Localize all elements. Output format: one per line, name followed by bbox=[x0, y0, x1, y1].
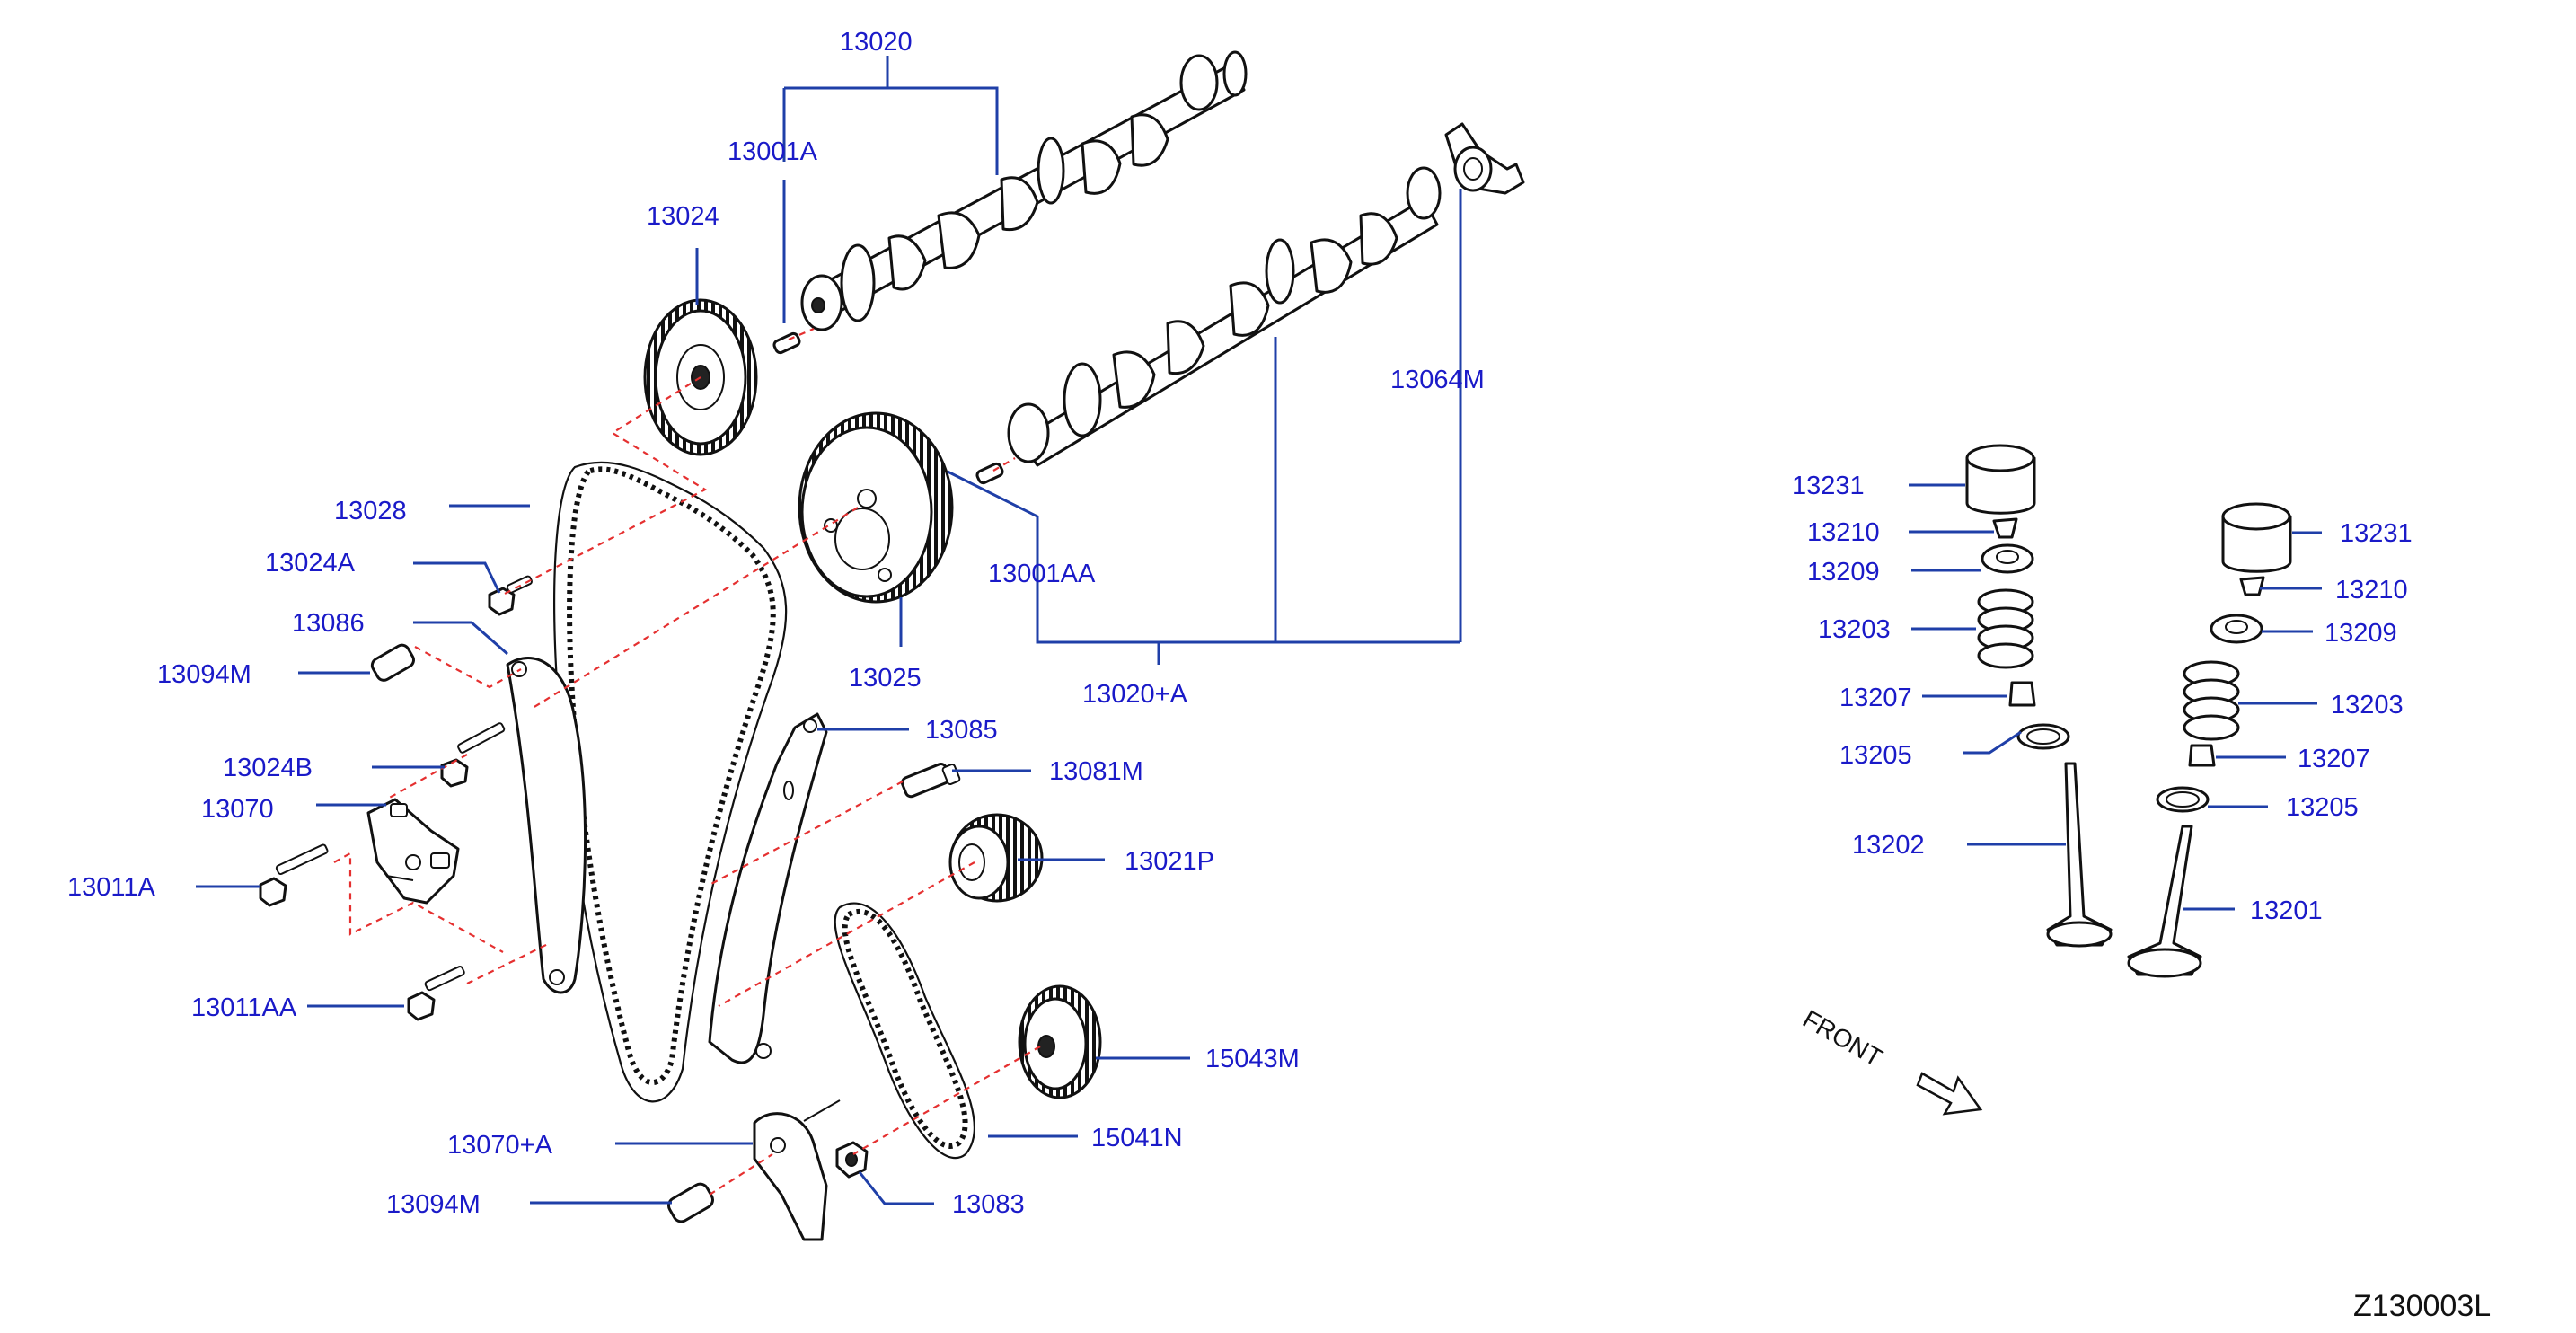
label-13081M: 13081M bbox=[1049, 757, 1143, 786]
bolt-13024B[interactable] bbox=[440, 722, 506, 788]
label-13209-right: 13209 bbox=[2325, 619, 2397, 648]
label-15043M: 15043M bbox=[1205, 1045, 1300, 1073]
label-13011AA: 13011AA bbox=[191, 993, 297, 1022]
label-13001A: 13001A bbox=[728, 137, 818, 166]
pin-13094M-lower[interactable] bbox=[666, 1181, 716, 1224]
nut-13083[interactable] bbox=[835, 1141, 869, 1179]
spring-seat-13205-right[interactable] bbox=[2156, 786, 2210, 813]
spring-retainer-13209-left[interactable] bbox=[1981, 543, 2034, 574]
label-13024A: 13024A bbox=[265, 549, 356, 578]
intake-valve-13201[interactable] bbox=[2127, 825, 2202, 978]
bolt-13011AA[interactable] bbox=[407, 966, 465, 1021]
label-13094M-lower: 13094M bbox=[386, 1190, 481, 1219]
label-13205-right: 13205 bbox=[2286, 793, 2359, 822]
label-13011A: 13011A bbox=[67, 873, 155, 902]
label-13094M-upper: 13094M bbox=[157, 660, 251, 689]
dowel-pin-13001A[interactable] bbox=[772, 331, 801, 355]
valve-keeper-13210-right[interactable] bbox=[2239, 576, 2265, 596]
label-13201: 13201 bbox=[2250, 896, 2323, 925]
label-13209-left: 13209 bbox=[1807, 558, 1880, 587]
label-13231-right: 13231 bbox=[2340, 519, 2413, 548]
label-13203-left: 13203 bbox=[1818, 615, 1891, 644]
tension-guide-13085[interactable] bbox=[708, 712, 828, 1064]
bolt-13011A[interactable] bbox=[259, 843, 329, 907]
plunger-13081M[interactable] bbox=[901, 762, 961, 799]
label-13028: 13028 bbox=[334, 497, 407, 525]
diagram-code: Z130003L bbox=[2353, 1289, 2491, 1323]
leader-lines bbox=[196, 56, 2322, 1205]
tensioner-13070A[interactable] bbox=[753, 1099, 841, 1241]
label-13085: 13085 bbox=[925, 716, 998, 745]
exhaust-valve-13202[interactable] bbox=[2046, 762, 2113, 948]
label-13025: 13025 bbox=[849, 664, 922, 693]
pin-13094M-upper[interactable] bbox=[369, 642, 416, 683]
alignment-lines bbox=[333, 327, 1041, 1196]
label-13231-left: 13231 bbox=[1792, 472, 1865, 500]
spring-seat-13205-left[interactable] bbox=[2016, 723, 2070, 750]
chain-tensioner-13070[interactable] bbox=[366, 798, 460, 905]
label-13024B: 13024B bbox=[223, 754, 313, 782]
label-13070: 13070 bbox=[201, 795, 274, 824]
front-indicator: FRONT bbox=[1798, 1004, 1983, 1116]
label-13001AA: 13001AA bbox=[988, 560, 1096, 588]
valve-spring-13203-right[interactable] bbox=[2183, 660, 2240, 741]
valve-keeper-13210-left[interactable] bbox=[1992, 517, 2018, 539]
label-13207-right: 13207 bbox=[2298, 745, 2370, 773]
label-13020: 13020 bbox=[840, 28, 913, 57]
valve-lifter-13231-right[interactable] bbox=[2221, 502, 2292, 573]
oil-pump-sprocket-15043M[interactable] bbox=[1018, 984, 1102, 1099]
crankshaft-sprocket-13021P[interactable] bbox=[948, 813, 1044, 903]
label-13024: 13024 bbox=[647, 202, 719, 231]
bolt-13024A[interactable] bbox=[488, 575, 533, 616]
label-13083: 13083 bbox=[952, 1190, 1025, 1219]
label-13207-left: 13207 bbox=[1839, 684, 1912, 712]
valve-seal-13207-left[interactable] bbox=[2008, 681, 2036, 707]
front-label: FRONT bbox=[1798, 1004, 1887, 1072]
chain-guide-13086[interactable] bbox=[506, 657, 587, 994]
camshaft-upper[interactable] bbox=[800, 50, 1248, 331]
valve-seal-13207-right[interactable] bbox=[2188, 744, 2216, 767]
label-13203-right: 13203 bbox=[2331, 691, 2404, 719]
valve-lifter-13231-left[interactable] bbox=[1965, 444, 2036, 515]
part-labels: 13020 13001A 13024 13064M 13028 13024A 1… bbox=[67, 28, 2413, 1219]
label-13020A: 13020+A bbox=[1082, 680, 1188, 709]
label-13070A: 13070+A bbox=[447, 1131, 553, 1160]
vvt-sprocket-13025[interactable] bbox=[798, 411, 954, 604]
label-13210-left: 13210 bbox=[1807, 518, 1880, 547]
dowel-pin-13001AA[interactable] bbox=[975, 462, 1004, 485]
front-arrow-icon bbox=[1916, 1072, 1983, 1116]
spring-retainer-13209-right[interactable] bbox=[2210, 614, 2263, 644]
label-13210-right: 13210 bbox=[2335, 576, 2408, 605]
label-13205-left: 13205 bbox=[1839, 741, 1912, 770]
label-13021P: 13021P bbox=[1125, 847, 1214, 876]
label-13202: 13202 bbox=[1852, 831, 1925, 860]
camshaft-sensor-plate[interactable] bbox=[1444, 122, 1525, 195]
valve-spring-13203-left[interactable] bbox=[1977, 588, 2034, 669]
camshaft-lower[interactable] bbox=[1007, 166, 1442, 467]
label-13064M: 13064M bbox=[1390, 366, 1485, 394]
label-15041N: 15041N bbox=[1091, 1124, 1183, 1152]
oil-pump-chain-15041N[interactable] bbox=[834, 902, 975, 1160]
label-13086: 13086 bbox=[292, 609, 365, 638]
